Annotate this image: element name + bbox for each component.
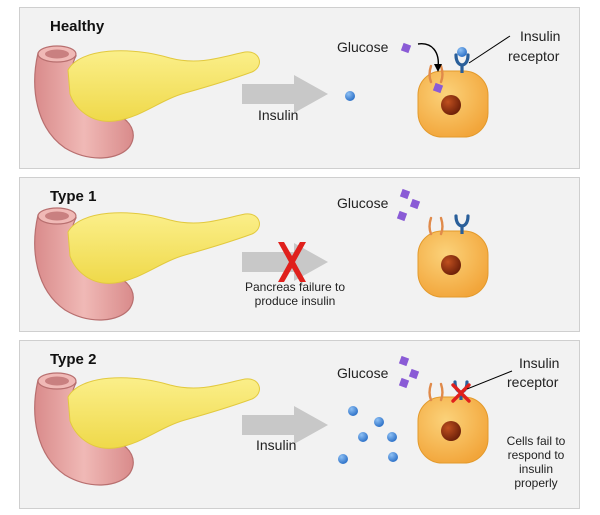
- glucose-label: Glucose: [337, 39, 389, 55]
- cells-fail-caption: Cells fail to respond to insulin properl…: [496, 434, 576, 490]
- pancreas: [34, 372, 261, 486]
- insulin-molecule: [338, 454, 348, 464]
- cell: [417, 70, 489, 138]
- arrowhead: [434, 64, 442, 72]
- receptor-label-line2: receptor: [508, 48, 560, 64]
- receptor-pointer: [468, 35, 511, 64]
- panel-type2-art: [34, 355, 513, 486]
- bound-insulin: [457, 47, 467, 57]
- insulin-label: Insulin: [256, 437, 297, 453]
- failure-caption-line2: produce insulin: [254, 294, 336, 308]
- insulin-molecule: [358, 432, 368, 442]
- insulin-molecule: [348, 406, 358, 416]
- cells-fail-line2: respond to: [507, 448, 565, 462]
- glucose-molecule: [398, 377, 410, 389]
- insulin-label: Insulin: [258, 107, 299, 123]
- glucose-molecule: [399, 188, 411, 200]
- red-x-icon: [278, 242, 306, 282]
- glucose-molecule: [409, 198, 421, 210]
- insulin-molecule: [387, 432, 397, 442]
- panel-type1-art: [34, 188, 489, 321]
- receptor-label-line1: Insulin: [520, 28, 561, 44]
- panel-healthy-art: [34, 35, 511, 159]
- insulin-molecule: [374, 417, 384, 427]
- glucose-molecule: [400, 42, 412, 54]
- receptor-pointer: [466, 370, 513, 390]
- panel-title: Healthy: [50, 18, 105, 35]
- receptor-label-line2: receptor: [507, 374, 559, 390]
- panel-title: Type 1: [50, 188, 97, 205]
- pancreas: [34, 45, 261, 159]
- panel-type2: Type 2 Insulin Glucose Insulin receptor …: [19, 340, 580, 509]
- cells-fail-line3: insulin properly: [514, 462, 558, 490]
- glucose-molecule: [398, 355, 410, 367]
- panel-title: Type 2: [50, 351, 97, 368]
- blocked-receptor-x-icon: [451, 383, 471, 403]
- cell: [417, 396, 489, 464]
- glucose-label: Glucose: [337, 195, 389, 211]
- panel-type1: Type 1 Glucose Pancreas failure to produ…: [19, 177, 580, 332]
- failure-caption: Pancreas failure to produce insulin: [220, 280, 370, 308]
- cell: [417, 230, 489, 298]
- glucose-label: Glucose: [337, 365, 389, 381]
- cells-fail-line1: Cells fail to: [506, 434, 566, 448]
- insulin-molecule: [388, 452, 398, 462]
- glucose-molecule: [408, 368, 420, 380]
- glucose-molecule: [396, 210, 408, 222]
- insulin-receptor: [454, 53, 470, 75]
- panel-healthy: Healthy Insulin Glucose Insulin receptor: [19, 7, 580, 169]
- insulin-molecule: [345, 91, 355, 101]
- receptor-label-line1: Insulin: [519, 355, 560, 371]
- failure-caption-line1: Pancreas failure to: [244, 280, 346, 294]
